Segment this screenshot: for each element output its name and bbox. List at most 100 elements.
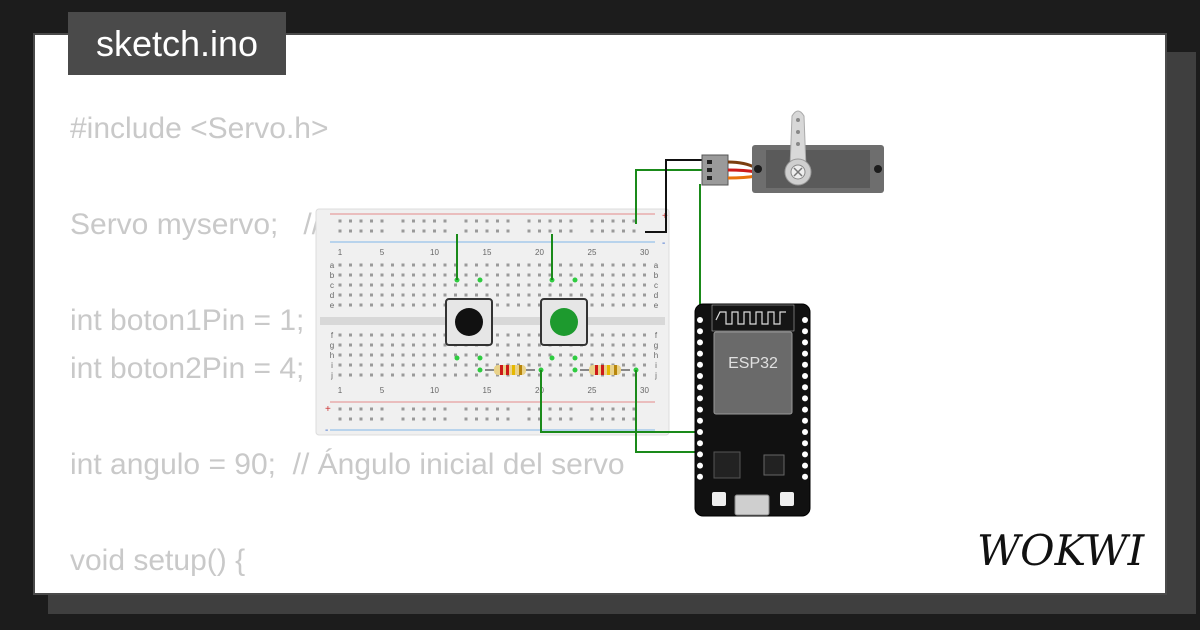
breadboard-hole: [338, 273, 342, 277]
breadboard-hole: [454, 373, 457, 377]
header-pin[interactable]: [697, 317, 703, 323]
breadboard-hole: [601, 229, 604, 233]
header-pin[interactable]: [697, 417, 703, 424]
breadboard-hole: [359, 417, 363, 421]
servo-horn[interactable]: [789, 110, 807, 169]
pushbutton-black[interactable]: [445, 298, 493, 346]
header-pin[interactable]: [802, 361, 808, 368]
servo-mount-hole: [874, 165, 882, 173]
breadboard-hole: [359, 353, 363, 357]
header-pin[interactable]: [802, 373, 808, 379]
wire-green[interactable]: [540, 370, 700, 433]
breadboard-hole: [622, 373, 625, 377]
column-number: 15: [483, 248, 492, 257]
header-pin[interactable]: [697, 373, 703, 379]
wokwi-logo[interactable]: WOKWI: [975, 520, 1155, 580]
header-pin[interactable]: [802, 328, 808, 335]
column-number: 30: [640, 248, 649, 257]
breadboard-hole: [601, 293, 604, 297]
header-pin[interactable]: [697, 361, 703, 368]
header-pin[interactable]: [802, 451, 808, 458]
header-pin[interactable]: [697, 451, 703, 458]
breadboard-hole: [475, 417, 478, 421]
file-tab[interactable]: sketch.ino: [68, 12, 286, 75]
header-pin[interactable]: [697, 473, 703, 480]
wire-black[interactable]: [645, 159, 705, 233]
breadboard-hole: [359, 407, 363, 411]
breadboard-hole: [496, 283, 499, 287]
header-pin[interactable]: [697, 395, 703, 402]
breadboard-hole: [632, 303, 636, 307]
breadboard-hole: [506, 219, 510, 223]
button-cap[interactable]: [455, 308, 483, 336]
breadboard-hole: [506, 229, 510, 233]
breadboard-hole: [422, 219, 426, 223]
header-pin[interactable]: [802, 384, 808, 391]
breadboard-hole: [601, 283, 604, 287]
breadboard-hole: [506, 283, 510, 287]
en-button[interactable]: [780, 492, 794, 506]
breadboard-hole: [412, 353, 415, 357]
header-pin[interactable]: [697, 350, 703, 357]
usb-port[interactable]: [734, 494, 770, 516]
esp32-board[interactable]: ESP32: [694, 303, 811, 517]
breadboard-hole: [380, 333, 384, 337]
header-pin[interactable]: [802, 406, 808, 413]
breadboard-hole: [622, 353, 625, 357]
pushbutton-green[interactable]: [540, 298, 588, 346]
boot-button[interactable]: [712, 492, 726, 506]
breadboard-hole: [475, 263, 478, 267]
breadboard-hole: [548, 219, 552, 223]
header-pin[interactable]: [802, 350, 808, 357]
header-pin[interactable]: [697, 339, 703, 346]
header-pin[interactable]: [802, 417, 808, 424]
breadboard-hole: [485, 417, 489, 421]
row-letter: f: [331, 331, 334, 340]
header-pin[interactable]: [697, 384, 703, 391]
breadboard-hole: [538, 417, 541, 421]
header-pin[interactable]: [697, 328, 703, 335]
row-letter: h: [330, 351, 334, 360]
servo-motor[interactable]: [701, 110, 884, 193]
header-pin[interactable]: [697, 429, 703, 435]
wire-green[interactable]: [635, 169, 705, 224]
header-pin[interactable]: [697, 406, 703, 413]
servo-wire-brown: [727, 160, 757, 170]
breadboard-hole: [391, 343, 394, 347]
breadboard-hole: [485, 363, 489, 367]
header-pin[interactable]: [802, 440, 808, 447]
esp32-pins: [697, 317, 808, 480]
breadboard-hole: [464, 273, 468, 277]
header-pin[interactable]: [802, 395, 808, 402]
breadboard-hole: [496, 229, 499, 233]
breadboard-hole: [548, 229, 552, 233]
header-pin[interactable]: [697, 440, 703, 447]
breadboard-hole: [412, 363, 415, 367]
breadboard-hole: [475, 273, 478, 277]
header-pin[interactable]: [802, 429, 808, 435]
header-pin[interactable]: [802, 473, 808, 480]
breadboard-hole: [370, 353, 373, 357]
breadboard-hole: [548, 363, 552, 367]
breadboard-hole: [506, 263, 510, 267]
breadboard-hole: [590, 219, 594, 223]
breadboard-hole: [496, 353, 499, 357]
resistor-1[interactable]: [485, 365, 535, 375]
breadboard-hole: [380, 303, 384, 307]
breadboard-hole: [632, 293, 636, 297]
button-cap[interactable]: [550, 308, 578, 336]
header-pin[interactable]: [802, 462, 808, 469]
breadboard-hole: [590, 417, 594, 421]
row-letter: j: [330, 371, 333, 380]
header-pin[interactable]: [802, 317, 808, 323]
header-pin[interactable]: [802, 339, 808, 346]
breadboard-hole: [569, 407, 573, 411]
rail-plus-label: +: [325, 404, 331, 415]
resistor-2[interactable]: [580, 365, 630, 375]
breadboard-hole: [622, 303, 625, 307]
resistor-band: [614, 365, 617, 375]
breadboard-hole: [548, 273, 552, 277]
row-letter: a: [654, 261, 659, 270]
header-pin[interactable]: [697, 462, 703, 469]
wire-green[interactable]: [635, 370, 700, 453]
